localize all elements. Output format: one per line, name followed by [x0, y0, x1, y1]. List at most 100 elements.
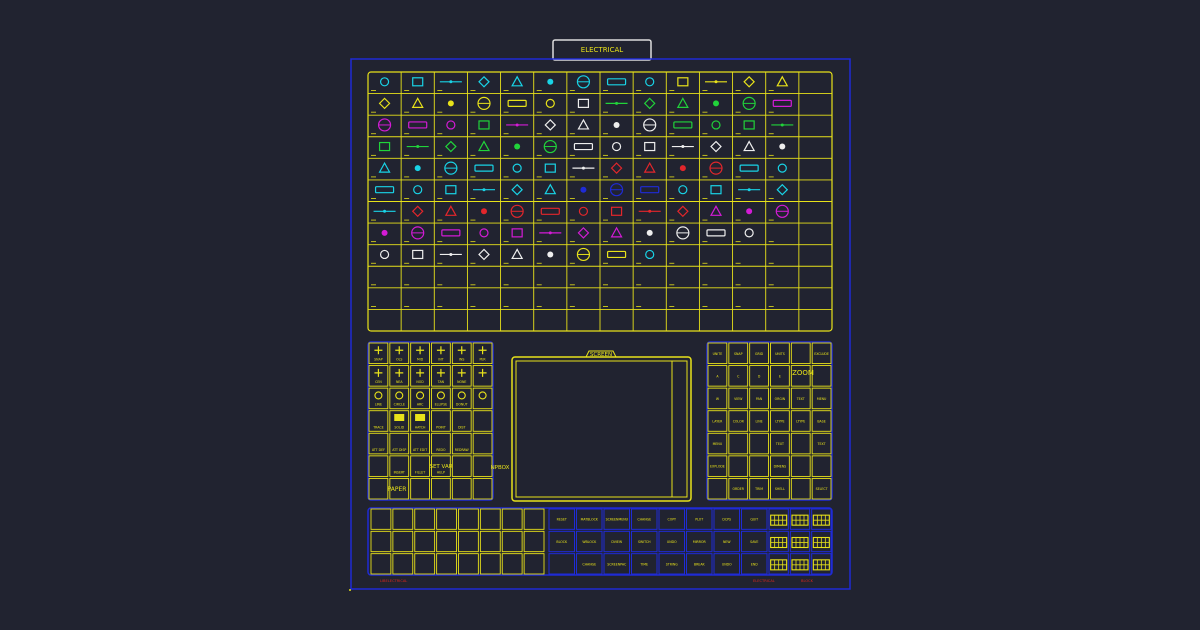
bottom-command-key[interactable] [686, 553, 713, 575]
symbol-cell[interactable] [411, 205, 424, 218]
symbol-cell[interactable] [576, 75, 591, 89]
symbol-cell[interactable] [447, 100, 454, 107]
bottom-blank-key[interactable] [479, 553, 501, 575]
right-pad-key[interactable] [728, 432, 749, 455]
bottom-command-key[interactable] [741, 508, 768, 530]
symbol-cell[interactable] [645, 249, 655, 260]
screen-area[interactable]: SCREEN [511, 350, 692, 502]
symbol-cell[interactable] [379, 249, 390, 260]
symbol-cell[interactable] [406, 145, 429, 149]
bottom-glyph-key[interactable] [811, 530, 832, 553]
right-pad-key[interactable] [790, 387, 811, 410]
bottom-command-key[interactable] [576, 553, 603, 575]
left-pad-key[interactable] [472, 342, 493, 365]
symbol-cell[interactable] [677, 205, 689, 218]
left-pad-key[interactable] [410, 477, 430, 500]
symbol-cell[interactable] [478, 75, 490, 88]
bottom-blank-key[interactable] [436, 553, 457, 575]
symbol-cell[interactable] [706, 229, 726, 237]
bottom-glyph-key[interactable] [811, 553, 832, 575]
left-pad-key[interactable] [451, 365, 472, 387]
symbol-cell[interactable] [677, 77, 689, 87]
symbol-cell[interactable] [379, 77, 390, 87]
right-pad-key[interactable] [749, 387, 769, 410]
symbol-cell[interactable] [547, 251, 554, 258]
right-pad-key[interactable] [790, 410, 811, 432]
left-pad-key[interactable] [368, 342, 389, 365]
right-pad-key[interactable] [749, 410, 769, 432]
symbol-cell[interactable] [606, 250, 627, 259]
right-pad-key[interactable] [749, 455, 769, 477]
right-pad-key[interactable] [811, 387, 832, 410]
bottom-blank-key[interactable] [414, 553, 436, 575]
left-pad-key[interactable] [389, 410, 410, 432]
left-pad-key[interactable] [368, 432, 389, 455]
bottom-blank-key[interactable] [458, 553, 479, 575]
symbol-cell[interactable] [609, 183, 624, 197]
symbol-cell[interactable] [545, 98, 555, 108]
symbol-cell[interactable] [478, 248, 490, 261]
left-pad-key[interactable] [451, 410, 472, 432]
left-pad-key[interactable] [431, 365, 451, 387]
symbol-cell[interactable] [445, 185, 457, 195]
symbol-cell[interactable] [381, 229, 388, 236]
left-pad-key[interactable] [389, 477, 410, 500]
left-pad-key[interactable] [410, 410, 430, 432]
bottom-glyph-key[interactable] [811, 508, 832, 530]
symbol-cell[interactable] [743, 120, 755, 130]
right-pad-key[interactable] [811, 477, 832, 500]
symbol-cell[interactable] [572, 166, 595, 170]
right-pad-key[interactable] [728, 342, 749, 365]
bottom-command-key[interactable] [686, 508, 713, 530]
symbol-cell[interactable] [477, 140, 491, 152]
symbol-cell[interactable] [577, 98, 590, 108]
left-pad-key[interactable] [451, 432, 472, 455]
symbol-cell[interactable] [544, 163, 556, 173]
symbol-cell[interactable] [643, 118, 657, 132]
symbol-cell[interactable] [378, 97, 391, 110]
symbol-cell[interactable] [510, 204, 524, 218]
symbol-cell[interactable] [645, 77, 655, 87]
symbol-cell[interactable] [676, 97, 689, 108]
symbol-cell[interactable] [610, 226, 623, 238]
symbol-cell[interactable] [378, 141, 391, 152]
symbol-cell[interactable] [743, 75, 755, 88]
symbol-cell[interactable] [444, 161, 458, 175]
symbol-cell[interactable] [605, 101, 628, 105]
symbol-cell[interactable] [478, 120, 490, 130]
left-pad-key[interactable] [431, 410, 451, 432]
left-pad-key[interactable] [451, 477, 472, 500]
symbol-cell[interactable] [473, 188, 495, 192]
bottom-command-key[interactable] [713, 508, 740, 530]
symbol-cell[interactable] [739, 164, 759, 172]
bottom-blank-key[interactable] [414, 530, 436, 553]
bottom-command-key[interactable] [548, 530, 575, 553]
symbol-cell[interactable] [544, 119, 557, 131]
right-pad-key[interactable] [790, 432, 811, 455]
left-pad-key[interactable] [368, 365, 389, 387]
right-pad-key[interactable] [728, 477, 749, 500]
bottom-blank-key[interactable] [458, 508, 479, 530]
bottom-command-key[interactable] [548, 553, 575, 575]
symbol-cell[interactable] [610, 206, 623, 216]
left-pad-key[interactable] [431, 477, 451, 500]
symbol-cell[interactable] [511, 228, 523, 238]
right-pad-key[interactable] [707, 342, 728, 365]
symbol-cell[interactable] [643, 161, 656, 173]
left-pad-key[interactable] [389, 387, 410, 410]
right-pad-key[interactable] [790, 477, 811, 500]
bottom-blank-key[interactable] [501, 553, 523, 575]
symbol-cell[interactable] [378, 161, 391, 173]
left-pad-key[interactable] [431, 387, 451, 410]
symbol-cell[interactable] [679, 165, 686, 172]
symbol-cell[interactable] [511, 183, 523, 196]
bottom-blank-key[interactable] [523, 530, 545, 553]
bottom-blank-key[interactable] [370, 508, 392, 530]
right-pad-key[interactable] [811, 410, 832, 432]
symbol-cell[interactable] [709, 161, 723, 175]
left-pad-key[interactable] [389, 365, 410, 387]
symbol-cell[interactable] [678, 185, 688, 195]
symbol-cell[interactable] [772, 99, 792, 107]
symbol-cell[interactable] [474, 164, 494, 172]
symbol-cell[interactable] [738, 188, 761, 192]
